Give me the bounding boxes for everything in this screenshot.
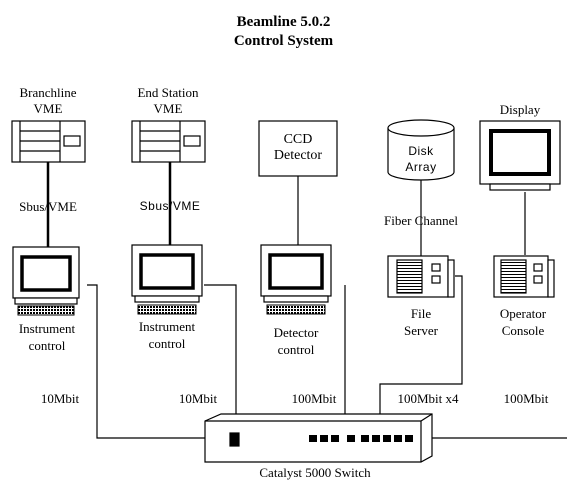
file-server-icon — [387, 255, 455, 298]
speed-label-100mbit-x4: 100Mbit x4 — [397, 391, 459, 406]
array-label: Array — [405, 160, 437, 174]
switch-label: Catalyst 5000 Switch — [259, 465, 371, 480]
link-server-switch — [379, 275, 463, 414]
instrument-workstation-2-icon — [131, 244, 203, 315]
file-label: File — [410, 306, 432, 321]
detector-workstation-icon — [260, 244, 332, 315]
disk-label: Disk — [408, 144, 434, 158]
branchline-vme-icon — [11, 120, 86, 163]
diagram-title-line1: Beamline 5.0.2 — [236, 14, 331, 30]
detector-label: Detector — [273, 148, 323, 163]
speed-label-100mbit-1: 100Mbit — [291, 391, 337, 406]
link-pc2-switch — [204, 284, 237, 414]
sbus-vme-label-2: Sbus/VME — [139, 199, 201, 213]
end-station-vme-icon — [131, 120, 206, 163]
instrument-label-2: Instrument — [138, 319, 196, 334]
display-label: Display — [499, 102, 541, 117]
instrument-workstation-1-icon — [12, 246, 80, 316]
end-station-vme-label: VME — [153, 101, 183, 116]
fiber-channel-label: Fiber Channel — [383, 213, 458, 228]
control-label-1: control — [28, 338, 66, 353]
detector-control-label-2: control — [277, 342, 315, 357]
operator-label: Operator — [499, 306, 547, 321]
control-label-2: control — [148, 336, 186, 351]
speed-label-10mbit-1: 10Mbit — [40, 391, 80, 406]
ccd-label: CCD — [283, 132, 313, 147]
server-label: Server — [404, 323, 438, 338]
operator-console-icon — [493, 255, 555, 298]
link-pc1-switch — [87, 284, 205, 439]
branchline-vme-label: VME — [33, 101, 63, 116]
branchline-label: Branchline — [19, 85, 77, 100]
connection-lines — [46, 162, 567, 439]
diagram-title-line2: Control System — [233, 33, 334, 49]
disk-array-icon — [387, 119, 455, 181]
end-station-label: End Station — [137, 85, 199, 100]
display-monitor-icon — [479, 120, 561, 191]
ccd-detector-box — [258, 120, 338, 177]
console-label: Console — [501, 323, 545, 338]
catalyst-switch-icon — [204, 413, 433, 463]
detector-control-label-1: Detector — [273, 325, 319, 340]
instrument-label-1: Instrument — [18, 321, 76, 336]
sbus-vme-label-1: Sbus/VME — [19, 199, 77, 214]
speed-label-100mbit-2: 100Mbit — [503, 391, 549, 406]
speed-label-10mbit-2: 10Mbit — [178, 391, 218, 406]
